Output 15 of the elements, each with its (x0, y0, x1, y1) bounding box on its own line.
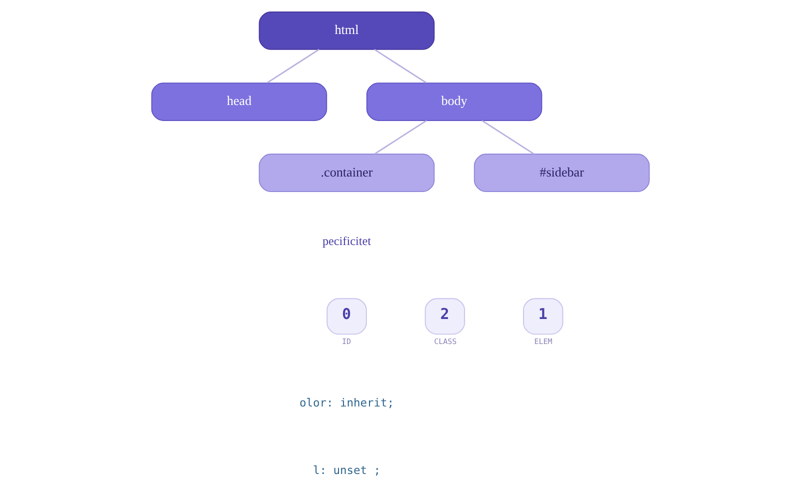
node-label: CLASS (434, 336, 456, 346)
connector (266, 48, 319, 84)
node-box: #sidebar (473, 154, 650, 192)
label: l: unset ; (312, 464, 380, 478)
node-label: ID (342, 336, 351, 346)
node-box: html (258, 12, 434, 50)
node-label: ELEM (534, 336, 552, 346)
connector (374, 120, 426, 154)
node-box: body (366, 82, 542, 121)
label: olor: inherit; (298, 396, 394, 410)
label: pecificitet (322, 234, 370, 248)
node-box: .container (258, 154, 434, 192)
node-box: head (150, 82, 327, 121)
connector (374, 48, 426, 84)
connector (481, 120, 534, 154)
